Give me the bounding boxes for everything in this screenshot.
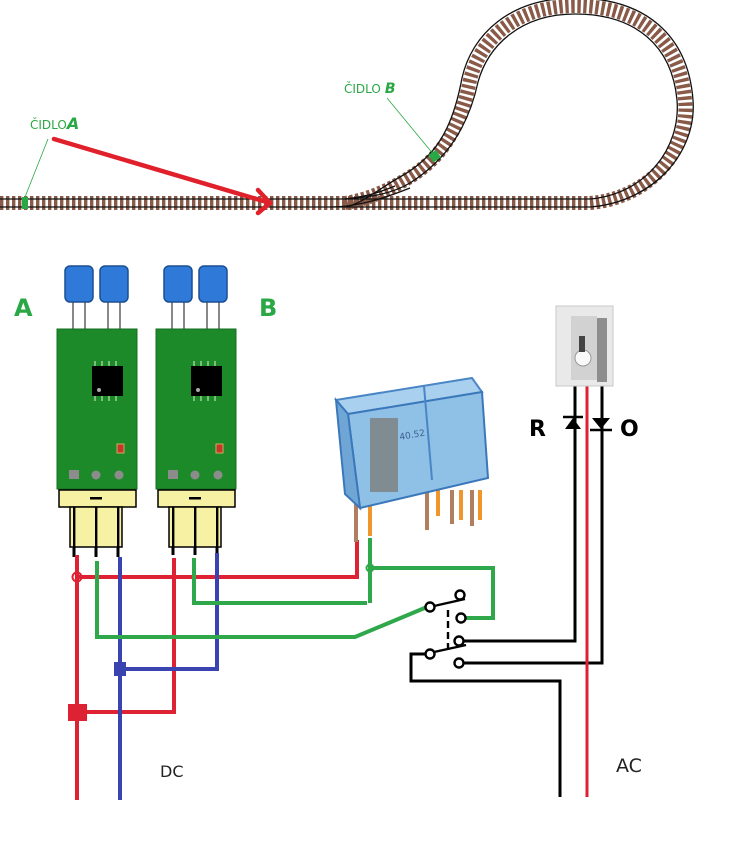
led-leg [107,300,109,330]
pad [91,470,101,480]
pad [190,470,200,480]
led-leg [84,300,86,330]
sensor-module-a [56,265,138,557]
connector-pin [117,507,120,547]
pcb-board [155,328,237,490]
led-leg [119,300,121,330]
switch-motor-r-label: R [529,417,546,442]
switch-motor-o-label: O [620,417,639,442]
ir-led [99,265,129,303]
ir-led [64,265,94,303]
green-wire-b [192,558,367,605]
ic-pin [214,361,216,366]
connector-pin [73,507,76,547]
ic-pin [200,361,202,366]
dc-wiring [75,538,495,800]
ic-pin [94,396,96,401]
lead-wire [171,547,175,555]
sensor-a-label: ČIDLOA [30,114,79,133]
connector-pin [194,507,197,547]
led-leg [218,300,220,330]
sensor-b-leader [386,97,435,156]
ir-led [198,265,228,303]
ic-chip [92,366,123,396]
diode-o [590,418,612,432]
module-b-label: B [259,294,277,322]
ic-pin [207,361,209,366]
led-leg [206,300,208,330]
led-leg [72,300,74,330]
pad [69,470,79,479]
led-leg [183,300,185,330]
ic-pin [101,361,103,366]
pad [114,470,124,480]
green-wire-loop [370,566,495,620]
status-led [215,443,224,454]
green-junction [365,563,375,573]
pad [213,470,223,480]
ac-label: AC [616,755,642,777]
lead-wire [193,547,197,555]
sensor-a-marker [22,197,28,209]
sensor-module-b [155,265,237,555]
red-wire-bus [77,540,359,579]
ic-dot [196,388,200,392]
ic-pin [200,396,202,401]
ic-pin [193,396,195,401]
lead-wire [116,547,120,557]
module-a-label: A [14,294,33,322]
ic-pin [94,361,96,366]
ic-pin [115,396,117,401]
sensor-a-leader [24,138,49,198]
sensor-b-marker [428,149,441,163]
connector-pin [95,507,98,547]
pad [168,470,178,479]
switch-motor [555,305,614,387]
dc-label: DC [160,762,184,781]
red-wire-b [77,558,176,714]
status-led [116,443,125,454]
connector-pin [216,507,219,547]
ac-wiring [409,380,604,797]
direction-arrow [51,136,274,216]
ic-pin [193,361,195,366]
lead-wire [215,547,219,555]
ic-pin [101,396,103,401]
diode-r [563,415,583,429]
relay: 40.52 [334,376,490,542]
ir-led [163,265,193,303]
connector-key [189,497,201,500]
led-leg [171,300,173,330]
connector-key [90,497,102,500]
rails [0,0,694,208]
ic-pin [214,396,216,401]
loop-track-ties [343,0,693,210]
relay-pins [354,490,482,542]
ic-pin [108,396,110,401]
connector-pin [172,507,175,547]
blue-wire-b [120,553,219,671]
relay-contacts [424,589,467,669]
lead-wire [94,547,98,557]
blue-junction [114,662,126,676]
ic-dot [97,388,101,392]
ic-pin [108,361,110,366]
lead-wire [72,547,76,557]
red-junction-top [71,571,83,583]
pcb-board [56,328,138,490]
relay-print: 40.52 [399,429,426,443]
red-junction-bottom [68,704,87,721]
ic-pin [207,396,209,401]
ic-chip [191,366,222,396]
green-wire-a [95,561,428,639]
ic-pin [115,361,117,366]
